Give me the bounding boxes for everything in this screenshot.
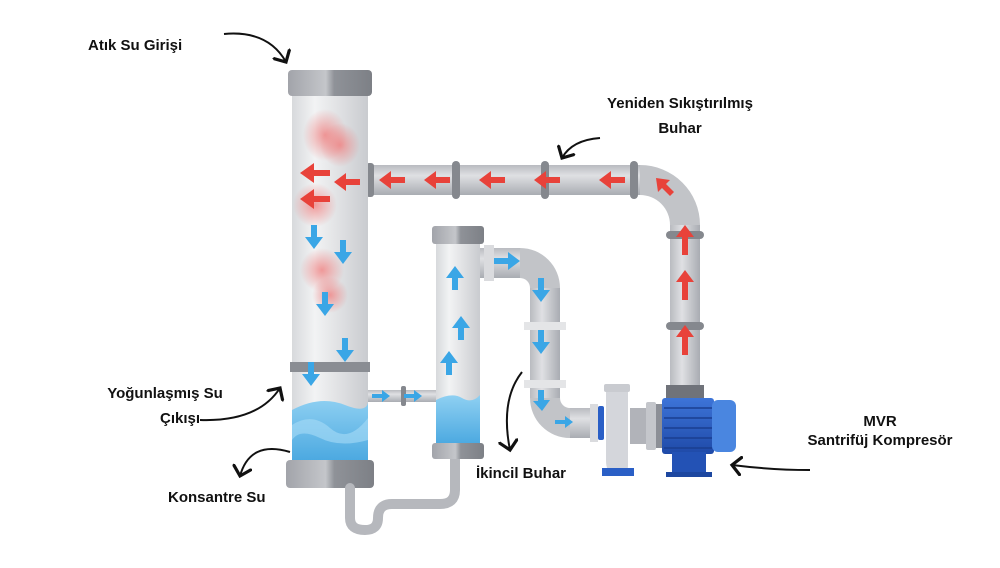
evaporator-top-cap [288, 70, 372, 96]
label-secondary-steam: İkincil Buhar [476, 465, 567, 482]
label-compressor-line1: MVR [863, 413, 897, 430]
label-condensate-outlet-line2: Çıkışı [159, 410, 201, 427]
callout-arrows [199, 32, 811, 476]
separator-column [432, 226, 484, 459]
label-recompressed-steam-line2: Buhar [658, 120, 702, 137]
drain-pipe [345, 450, 460, 536]
mvr-compressor [602, 384, 736, 477]
liquid-flow-arrows [302, 225, 573, 428]
label-concentrate: Konsantre Su [168, 489, 266, 506]
evaporator-band [290, 362, 370, 372]
evaporator-column [286, 70, 374, 488]
secondary-steam-callout-arrow [507, 371, 523, 450]
recompressed-steam-callout-arrow [562, 137, 601, 158]
label-recompressed-steam: Yeniden Sıkıştırılmış Buhar [570, 94, 790, 138]
label-condensate-outlet-line1: Yoğunlaşmış Su [107, 385, 223, 402]
inlet-callout-arrow [223, 32, 286, 62]
condensate-callout-arrow [199, 388, 280, 422]
label-compressor-line2: Santrifüj Kompresör [807, 432, 953, 449]
evaporator-bottom-cap [286, 460, 374, 488]
label-waste-water-inlet: Atık Su Girişi [88, 37, 183, 54]
label-condensate-outlet: Yoğunlaşmış Su Çıkışı [80, 384, 250, 428]
motor-body [662, 398, 714, 454]
concentrate-callout-arrow [240, 448, 291, 476]
label-compressor: MVR Santrifüj Kompresör [780, 412, 980, 450]
compressor-callout-arrow [732, 465, 811, 470]
steam-flow-arrows [300, 163, 694, 355]
label-recompressed-steam-line1: Yeniden Sıkıştırılmış [607, 95, 753, 112]
